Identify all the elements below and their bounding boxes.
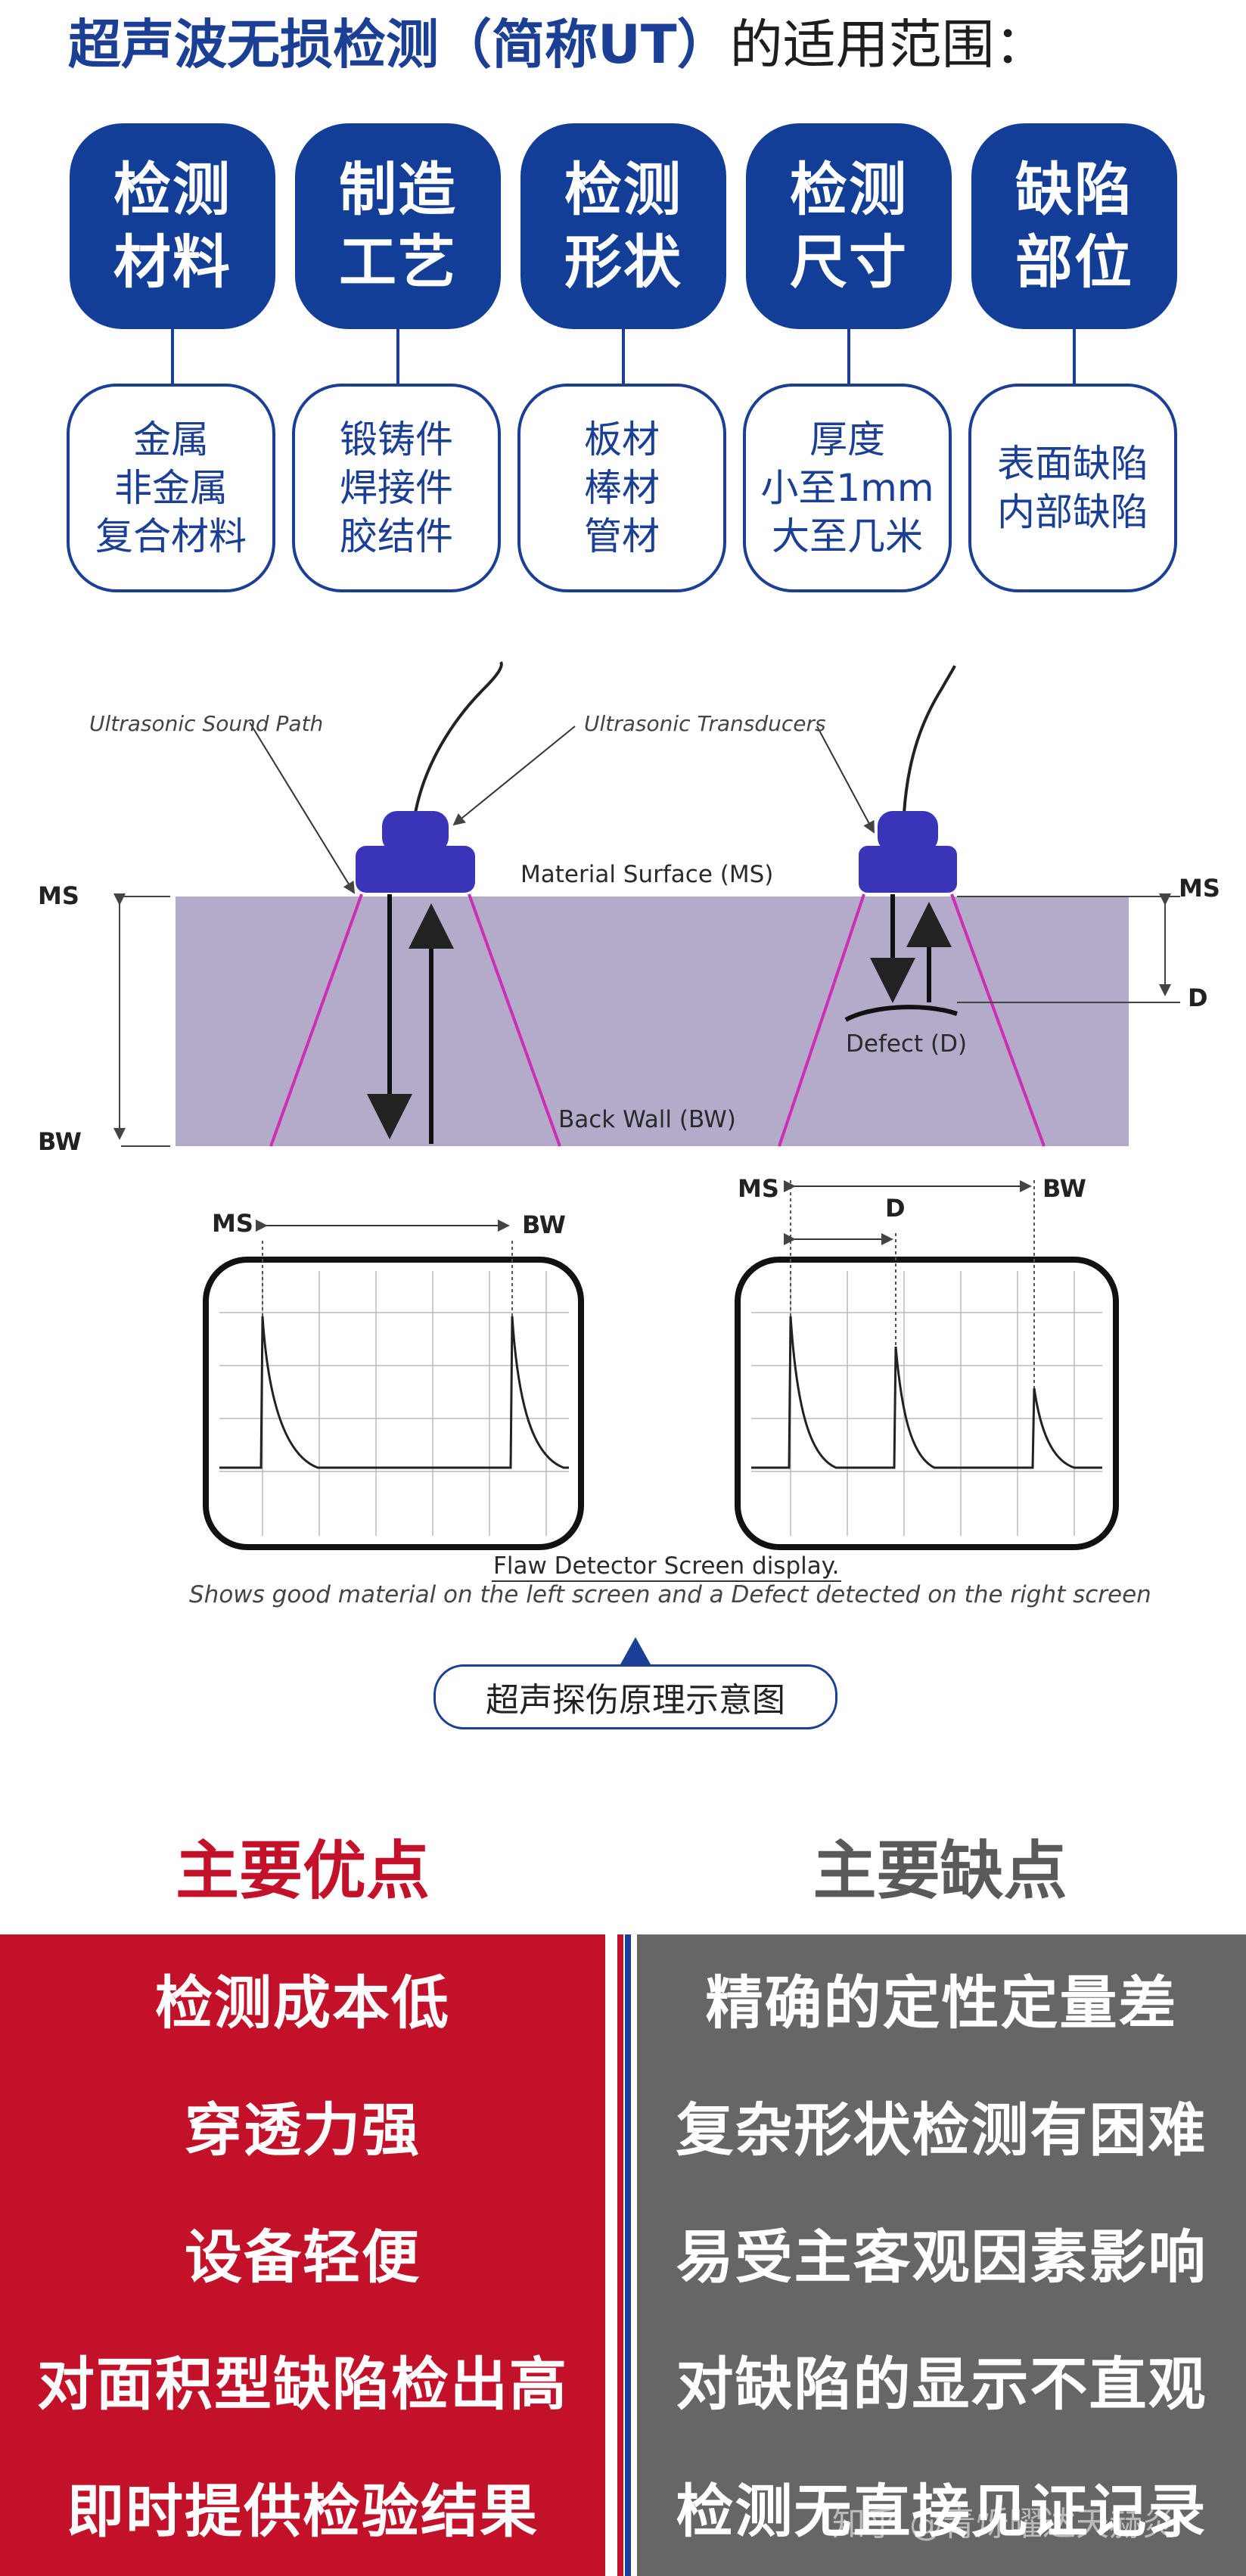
divider-red (617, 1934, 623, 2576)
detail-item: 焊接件 (340, 466, 453, 510)
cons-panel: 精确的定性定量差 复杂形状检测有困难 易受主客观因素影响 对缺陷的显示不直观 检… (637, 1934, 1246, 2576)
category-label: 材料 (113, 228, 231, 296)
diagram-caption: 超声探伤原理示意图 (433, 1664, 837, 1729)
screen-left-ms-label: MS (212, 1209, 253, 1238)
detail-item: 棒材 (584, 466, 660, 510)
category-label: 检测 (790, 156, 908, 223)
detail-item: 管材 (584, 514, 660, 558)
detail-box-material: 金属 非金属 复合材料 (67, 384, 275, 592)
transducer-right (859, 811, 957, 893)
category-label: 检测 (564, 156, 682, 223)
divider-blue (625, 1934, 631, 2576)
detail-item: 复合材料 (95, 514, 247, 558)
detail-item: 表面缺陷 (997, 442, 1148, 486)
defect-label: Defect (D) (846, 1030, 968, 1058)
detail-item: 非金属 (114, 466, 228, 510)
beam-right-b (950, 893, 1046, 1147)
pros-item: 设备轻便 (185, 2223, 421, 2291)
category-label: 检测 (113, 156, 231, 223)
category-box-process: 制造 工艺 (295, 123, 501, 329)
cons-item: 易受主客观因素影响 (676, 2223, 1207, 2291)
screen-caption: Shows good material on the left screen a… (189, 1581, 1151, 1608)
category-box-defect-location: 缺陷 部位 (971, 123, 1177, 329)
transducers-label: Ultrasonic Transducers (584, 711, 826, 736)
cons-item: 检测无直接见证记录 (676, 2478, 1207, 2545)
category-label: 工艺 (339, 228, 457, 296)
screen-right (735, 1257, 1119, 1550)
screen-left (203, 1257, 584, 1550)
screen-right-bw-label: BW (1042, 1174, 1086, 1203)
category-label: 制造 (339, 156, 457, 223)
cons-item: 对缺陷的显示不直观 (676, 2351, 1207, 2418)
ms-label-left: MS (38, 881, 79, 910)
cons-heading: 主要缺点 (813, 1834, 1067, 1908)
d-label-right: D (1188, 983, 1208, 1012)
sound-path-pointer (249, 722, 356, 894)
beam-left-a (269, 893, 363, 1147)
sound-path-label: Ultrasonic Sound Path (89, 711, 324, 736)
cable-left (413, 660, 503, 818)
transducer-pointer-right (816, 726, 875, 834)
screen-title: Flaw Detector Screen display. (493, 1552, 840, 1580)
cons-item: 精确的定性定量差 (705, 1969, 1178, 2037)
screen-left-bw-label: BW (522, 1210, 566, 1239)
category-box-material: 检测 材料 (70, 123, 275, 329)
pros-item: 对面积型缺陷检出高 (37, 2351, 568, 2418)
pros-item: 即时提供检验结果 (67, 2478, 539, 2545)
back-wall-label: Back Wall (BW) (558, 1106, 736, 1133)
cons-item: 复杂形状检测有困难 (676, 2096, 1207, 2164)
detail-box-process: 锻铸件 焊接件 胶结件 (292, 384, 501, 592)
transducer-left (356, 811, 475, 893)
pros-item: 检测成本低 (155, 1969, 450, 2037)
title-suffix: 的适用范围： (729, 14, 1048, 76)
signal-trace-right (751, 1316, 1102, 1469)
connector-line (847, 329, 850, 384)
beam-right-a (778, 893, 865, 1147)
cable-right (903, 665, 956, 814)
transducer-pointer-left (452, 726, 576, 826)
connector-line (622, 329, 625, 384)
watermark: 知乎 @青烁曜达天赫炎 (832, 2505, 1176, 2543)
category-box-shape: 检测 形状 (520, 123, 726, 329)
material-block (176, 896, 1129, 1146)
screen-left-grid (219, 1271, 569, 1536)
detail-item: 大至几米 (772, 514, 923, 558)
detail-item: 内部缺陷 (997, 490, 1148, 534)
detail-item: 板材 (584, 418, 660, 461)
detail-item: 锻铸件 (340, 418, 453, 461)
detail-item: 胶结件 (340, 514, 453, 558)
category-label: 部位 (1015, 228, 1133, 296)
material-surface-label: Material Surface (MS) (520, 861, 774, 888)
pros-item: 穿透力强 (185, 2096, 421, 2164)
diagram-graphics (113, 660, 1180, 1582)
connector-line (1073, 329, 1076, 384)
ms-label-right: MS (1179, 874, 1220, 903)
connector-line (396, 329, 399, 384)
signal-trace-left (219, 1316, 569, 1469)
screen-right-ms-label: MS (738, 1174, 779, 1203)
beam-left-b (468, 893, 561, 1147)
caption-pointer-icon (620, 1637, 651, 1664)
title-main: 超声波无损检测（简称UT） (68, 14, 730, 76)
category-label: 尺寸 (790, 228, 908, 296)
detail-box-shape: 板材 棒材 管材 (517, 384, 726, 592)
bw-label-left: BW (38, 1127, 82, 1156)
screen-right-d-label: D (885, 1194, 906, 1223)
defect-mark (844, 1005, 958, 1022)
connector-line (171, 329, 174, 384)
pros-heading: 主要优点 (175, 1834, 430, 1908)
detail-box-size: 厚度 小至1mm 大至几米 (743, 384, 952, 592)
detail-item: 金属 (133, 418, 209, 461)
category-label: 形状 (564, 228, 682, 296)
detail-item: 厚度 (809, 418, 885, 461)
detail-item: 小至1mm (760, 466, 934, 510)
category-box-size: 检测 尺寸 (746, 123, 952, 329)
page-title: 超声波无损检测（简称UT）的适用范围： (68, 11, 1048, 79)
detail-box-defect-location: 表面缺陷 内部缺陷 (968, 384, 1177, 592)
pros-panel: 检测成本低 穿透力强 设备轻便 对面积型缺陷检出高 即时提供检验结果 (0, 1934, 605, 2576)
ut-principle-diagram: Ultrasonic Sound Path Ultrasonic Transdu… (0, 605, 1246, 1642)
category-label: 缺陷 (1015, 156, 1133, 223)
